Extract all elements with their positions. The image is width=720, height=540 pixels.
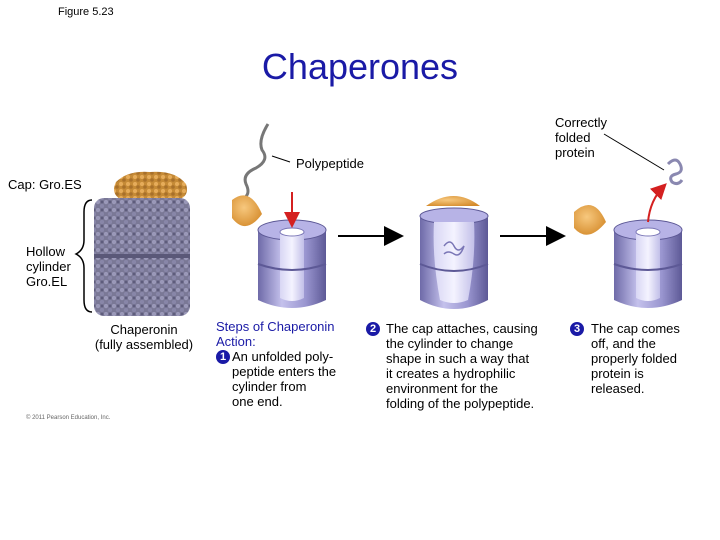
release-arrow [647, 183, 667, 223]
step-2: 2 The cap attaches, causing the cylinder… [366, 321, 538, 411]
hollow-label-line: Hollow [26, 244, 66, 259]
correct-label-line: folded [555, 130, 591, 145]
chaperonin-model [94, 171, 190, 316]
figure-label: Figure 5.23 [58, 6, 114, 18]
page-title: Chaperones [261, 46, 459, 87]
steps-heading: Steps of Chaperonin [216, 319, 335, 334]
step-3-line: off, and the [591, 336, 656, 351]
cylinder-3 [613, 219, 683, 308]
folded-protein [666, 158, 684, 186]
polypeptide-strand [239, 123, 270, 202]
cylinder-1 [257, 219, 327, 308]
step-3-line: protein is [591, 366, 644, 381]
gro-es-cap-1 [232, 195, 262, 227]
step-1-line: An unfolded poly- [232, 349, 334, 364]
gro-es-cap-3 [574, 204, 606, 235]
step-2-line: environment for the [386, 381, 499, 396]
step-3-line: properly folded [591, 351, 677, 366]
correctly-folded-label: Correctly folded protein [555, 115, 607, 160]
chaperonin-label-line: Chaperonin [110, 322, 178, 337]
step-2-line: it creates a hydrophilic [386, 366, 516, 381]
steps-heading: Action: [216, 334, 256, 349]
step-2-line: The cap attaches, causing [386, 321, 538, 336]
cylinder-2 [419, 196, 489, 309]
step-1-line: peptide enters the [232, 364, 337, 379]
pointer-line-protein [603, 133, 665, 171]
correct-label-line: Correctly [555, 115, 608, 130]
step-1: 1 An unfolded poly- peptide enters the c… [216, 349, 336, 409]
step-2-line: folding of the polypeptide. [386, 396, 535, 411]
hollow-label-line: Gro.EL [26, 274, 68, 289]
pointer-line [271, 155, 291, 163]
polypeptide-label: Polypeptide [296, 156, 364, 171]
step-1-line: one end. [232, 394, 283, 409]
step-number-3: 3 [570, 322, 584, 336]
steps-block: Steps of Chaperonin Action: 1 An unfolde… [216, 319, 336, 409]
cap-label: Cap: Gro.ES [8, 177, 82, 192]
step-1-line: cylinder from [232, 379, 307, 394]
copyright-notice: © 2011 Pearson Education, Inc. [26, 415, 111, 421]
step-2-line: shape in such a way that [386, 351, 530, 366]
bracket [74, 199, 93, 313]
hollow-cylinder-label: Hollow cylinder Gro.EL [26, 244, 71, 289]
folding-protein [443, 241, 465, 256]
chaperonin-label-line: (fully assembled) [94, 337, 194, 352]
hollow-label-line: cylinder [26, 259, 71, 274]
step-3-line: The cap comes [591, 321, 680, 336]
step-3-line: released. [591, 381, 645, 396]
step-3: 3 The cap comes off, and the properly fo… [570, 321, 680, 396]
chaperonin-label: Chaperonin (fully assembled) [86, 322, 202, 352]
step-number-1: 1 [216, 350, 230, 364]
correct-label-line: protein [555, 145, 595, 160]
step-2-line: the cylinder to change [386, 336, 514, 351]
step-number-2: 2 [366, 322, 380, 336]
